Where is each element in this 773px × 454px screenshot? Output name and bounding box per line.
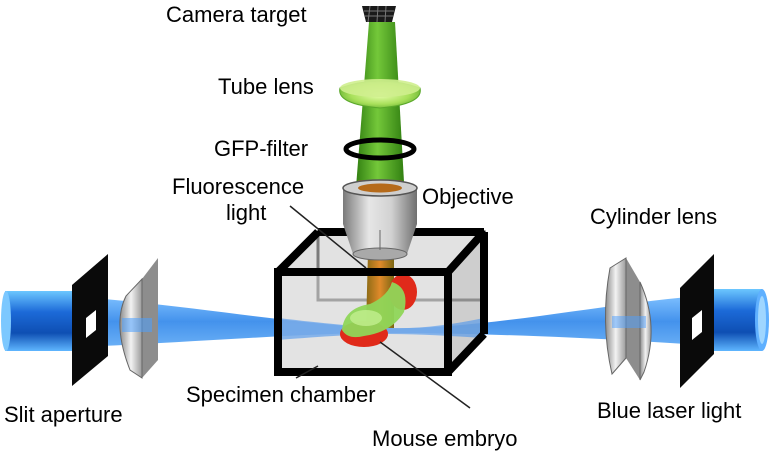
specimen-chamber-label: Specimen chamber [186,382,376,407]
fluorescence-light-label-line1: Fluorescence [172,174,304,199]
camera-target-label: Camera target [166,2,307,27]
blue-laser-light-label: Blue laser light [597,398,741,423]
gfp-filter-label: GFP-filter [214,136,308,161]
gfp-filter [343,137,417,161]
camera-target-sensor [362,5,396,23]
laser-light-sheet-beam [80,296,700,347]
mouse-embryo-leader-line [379,341,471,409]
right-slit-aperture [680,254,714,388]
right-cylinder-lens [604,257,652,381]
left-slit-aperture [72,254,108,386]
objective-label: Objective [422,184,514,209]
cylinder-lens-label: Cylinder lens [590,204,717,229]
mouse-embryo [340,274,417,347]
specimen-chamber-leader-line [295,365,319,379]
fluorescence-light-label-line2: light [226,200,266,225]
left-laser-tube [1,291,83,351]
slit-aperture-label: Slit aperture [4,402,123,427]
fluorescence-cone-upper [355,22,405,200]
objective-lens [342,179,418,261]
mouse-embryo-label: Mouse embryo [372,426,518,451]
tube-lens [339,79,421,109]
tube-lens-label: Tube lens [218,74,314,99]
fluorescence-leader-line [289,205,367,269]
left-cylinder-lens [119,258,158,379]
